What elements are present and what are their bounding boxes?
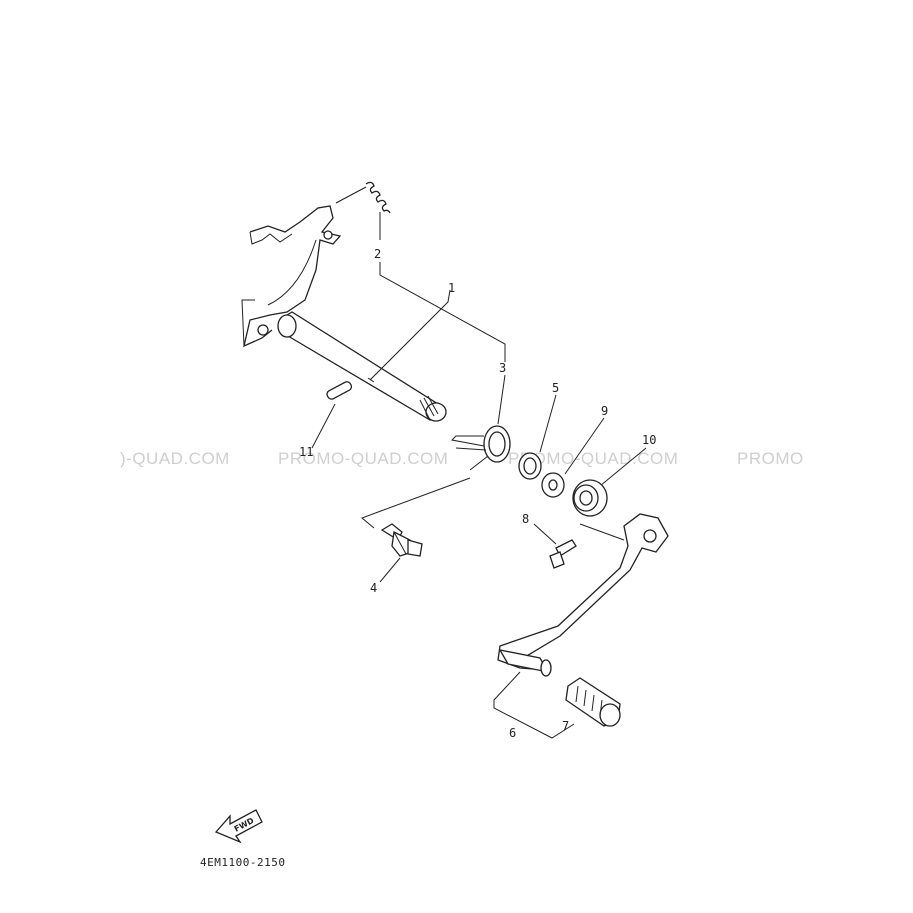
callout-9: 9	[601, 404, 608, 418]
stopper-bolt-part	[361, 477, 471, 583]
callout-11: 11	[299, 445, 313, 459]
callout-3: 3	[499, 361, 506, 375]
pedal-rubber-part	[565, 677, 621, 727]
shift-shaft-part	[241, 205, 451, 449]
shift-pedal-part	[493, 513, 669, 739]
oil-seal-part	[572, 447, 647, 517]
callout-1: 1	[448, 281, 455, 295]
watermark-3: PROMO-QUAD.COM	[508, 449, 679, 468]
callout-10: 10	[642, 433, 656, 447]
fwd-arrow-icon: FWD	[214, 809, 263, 844]
watermark-4: PROMO	[737, 449, 804, 468]
watermark-1: )-QUAD.COM	[120, 449, 230, 468]
callout-5: 5	[552, 381, 559, 395]
watermark-2: PROMO-QUAD.COM	[278, 449, 449, 468]
torsion-spring-part	[450, 374, 511, 471]
callout-4: 4	[370, 581, 377, 595]
washer-part	[541, 417, 605, 498]
spring-part	[335, 181, 391, 240]
drawing-code: 4EM1100-2150	[200, 856, 286, 869]
callout-7: 7	[562, 719, 569, 733]
callout-6: 6	[509, 726, 516, 740]
callout-2: 2	[374, 247, 381, 261]
callout-8: 8	[522, 512, 529, 526]
collar-part	[518, 394, 557, 480]
bolt-part	[533, 523, 577, 569]
